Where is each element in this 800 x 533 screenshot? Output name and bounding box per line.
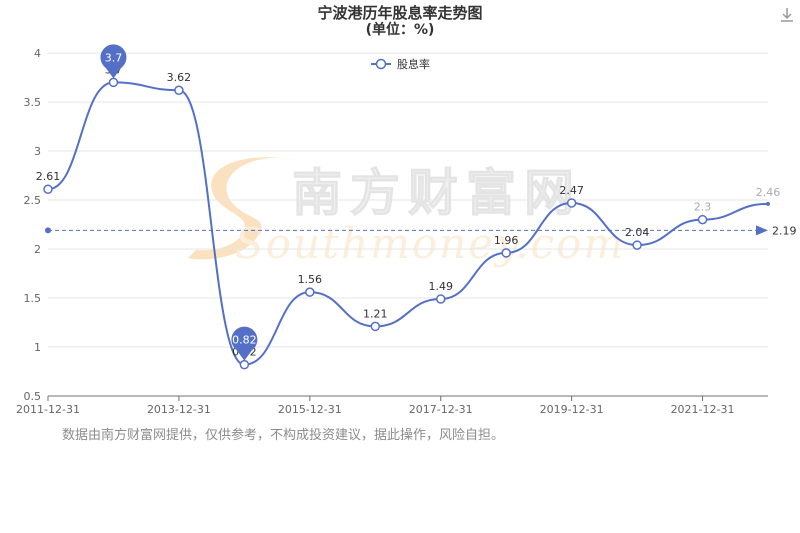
- watermark: 南方财富网 Southmoney.com: [188, 157, 625, 268]
- marker-pin-head: [100, 44, 127, 71]
- marker-label: 3.7: [105, 51, 123, 64]
- watermark-s-logo: [188, 157, 300, 260]
- min-marker: 0.82: [231, 326, 258, 361]
- data-label: 1.56: [298, 273, 323, 286]
- chart-title: 宁波港历年股息率走势图: [317, 4, 482, 22]
- data-label: 2.47: [559, 184, 584, 197]
- legend-label: 股息率: [397, 57, 430, 71]
- y-tick-label: 0.5: [24, 390, 42, 403]
- legend-marker: [375, 58, 387, 70]
- y-axis: 0.5 1 1.5 2 2.5 3 3.5 4: [24, 47, 42, 403]
- data-point: [766, 201, 770, 206]
- average-line-label: 2.19: [772, 224, 797, 237]
- x-tick-label: 2017-12-31: [409, 403, 473, 416]
- download-icon[interactable]: [778, 6, 796, 24]
- data-point: [305, 287, 315, 297]
- average-line: 2.19: [45, 224, 797, 237]
- average-line-arrow: [756, 225, 768, 236]
- marker-label: 0.82: [232, 334, 257, 347]
- data-label: 2.3: [694, 201, 712, 214]
- legend[interactable]: 股息率: [371, 57, 430, 71]
- x-tick-label: 2021-12-31: [671, 403, 735, 416]
- data-point: [43, 184, 53, 194]
- x-tick-label: 2015-12-31: [278, 403, 342, 416]
- chart-subtitle: (单位：%): [366, 21, 435, 38]
- data-label: 1.21: [363, 307, 388, 320]
- y-tick-label: 1.5: [24, 292, 42, 305]
- data-label: 1.96: [494, 234, 519, 247]
- data-point: [566, 198, 577, 208]
- x-tick-label: 2019-12-31: [540, 403, 604, 416]
- y-tick-label: 3: [34, 145, 41, 158]
- y-tick-label: 1: [34, 341, 41, 354]
- data-label: 2.61: [36, 170, 61, 183]
- series-points: [43, 77, 770, 370]
- grid: [48, 52, 768, 348]
- x-tick-label: 2013-12-31: [147, 403, 211, 416]
- y-tick-label: 2: [34, 243, 41, 256]
- watermark-text: 南方财富网: [292, 163, 582, 222]
- x-axis: 2011-12-31 2013-12-31 2015-12-31 2017-12-31…: [16, 395, 768, 416]
- footnote: 数据由南方财富网提供，仅供参考，不构成投资建议，据此操作，风险自担。: [62, 428, 505, 443]
- data-point: [239, 359, 250, 370]
- data-label: 2.46: [756, 186, 781, 199]
- x-tick-label: 2011-12-31: [16, 403, 80, 416]
- watermark-latin: Southmoney.com: [235, 219, 625, 268]
- data-label: 2.04: [625, 226, 650, 239]
- data-point: [697, 214, 708, 225]
- data-point: [501, 248, 511, 258]
- data-label: 3.62: [167, 71, 192, 84]
- extreme-markers: 3.7 0.82: [100, 44, 258, 361]
- max-marker: 3.7: [100, 44, 127, 79]
- marker-pin-head: [231, 326, 258, 353]
- y-tick-label: 4: [34, 47, 41, 60]
- data-point: [108, 77, 119, 88]
- data-point: [632, 240, 642, 250]
- data-label: 1.49: [428, 280, 453, 293]
- data-point: [174, 85, 184, 95]
- data-point: [370, 321, 381, 332]
- y-tick-label: 2.5: [24, 194, 42, 207]
- data-point: [435, 294, 446, 304]
- y-tick-label: 3.5: [24, 96, 42, 109]
